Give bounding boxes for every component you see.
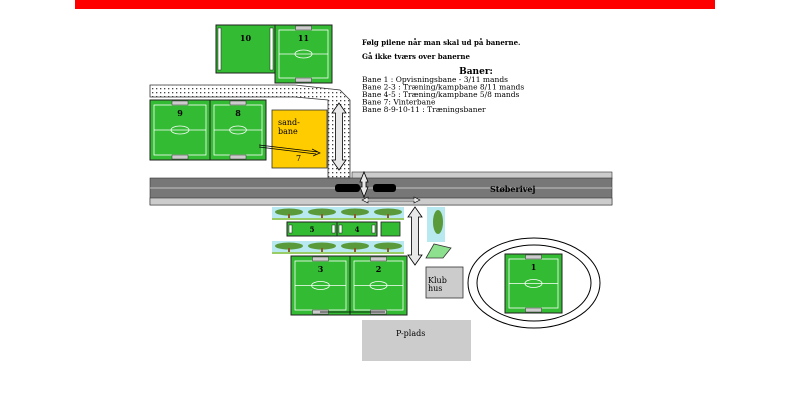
tree-icon	[374, 208, 402, 216]
field-1: 1	[504, 253, 563, 314]
legend-line: Bane 7: Vinterbane	[362, 98, 436, 107]
double-arrow-icon	[359, 170, 369, 199]
field-5: 5	[286, 221, 338, 237]
tree-icon	[275, 242, 303, 250]
double-arrow-icon	[407, 206, 423, 266]
club-label-2: hus	[428, 284, 442, 293]
field-11: 11	[274, 24, 333, 84]
tree-rows	[272, 207, 445, 254]
double-arrow-icon	[361, 196, 421, 204]
field-number: 9	[177, 108, 183, 118]
legend-line: Bane 4-5 : Træning/kampbane 5/8 mands	[362, 90, 520, 99]
club-house: Klub hus	[425, 266, 464, 299]
tree-icon	[308, 242, 336, 250]
parking-label: P-plads	[396, 329, 425, 338]
top-banner	[75, 0, 715, 9]
tree-icon	[275, 208, 303, 216]
tree-icon	[341, 242, 369, 250]
club-label: Klub	[428, 276, 447, 285]
field-number: 3	[318, 264, 324, 274]
tree-icon	[308, 208, 336, 216]
small-pitch	[380, 221, 401, 237]
field-number: 4	[355, 225, 360, 234]
field-3: 3	[290, 255, 351, 316]
field-8: 8	[209, 99, 267, 161]
park-icon	[425, 243, 452, 259]
field-2: 2	[349, 255, 408, 316]
direction-arrows	[258, 102, 423, 313]
running-track-inner	[476, 244, 592, 322]
field-number: 5	[310, 225, 315, 234]
car-icon	[335, 184, 360, 192]
field-number: 7	[296, 154, 301, 163]
field-number: 11	[298, 33, 309, 43]
field-number: 8	[235, 108, 241, 118]
field-number: 1	[531, 262, 537, 272]
double-arrow-icon	[331, 102, 347, 171]
car-icon	[373, 184, 396, 192]
legend-line: Bane 8-9-10-11 : Træningsbaner	[362, 105, 486, 114]
field-9: 9	[149, 99, 211, 161]
legend: Følg pilene når man skal ud på banerne. …	[362, 38, 524, 114]
tree-icon	[374, 242, 402, 250]
field-number: 10	[240, 33, 252, 43]
arrow-icon	[258, 144, 321, 157]
field-7-sand: sand- bane 7	[271, 109, 328, 169]
road-name: Støberivej	[490, 184, 535, 194]
legend-heading: Baner:	[459, 67, 493, 77]
running-track	[467, 237, 601, 329]
instruction-2: Gå ikke tværs over banerne	[362, 52, 470, 61]
sand-label-2: bane	[278, 127, 298, 136]
legend-line: Bane 2-3 : Træning/kampbane 8/11 mands	[362, 83, 524, 92]
tree-icon	[341, 208, 369, 216]
legend-line: Bane 1 : Opvisningsbane - 3/11 mands	[362, 75, 508, 84]
field-4: 4	[336, 221, 378, 237]
instruction-1: Følg pilene når man skal ud på banerne.	[362, 38, 520, 47]
sand-label: sand-	[278, 118, 300, 127]
parking-lot: P-plads	[362, 320, 471, 361]
field-number: 2	[376, 264, 382, 274]
field-10: 10	[215, 24, 276, 74]
